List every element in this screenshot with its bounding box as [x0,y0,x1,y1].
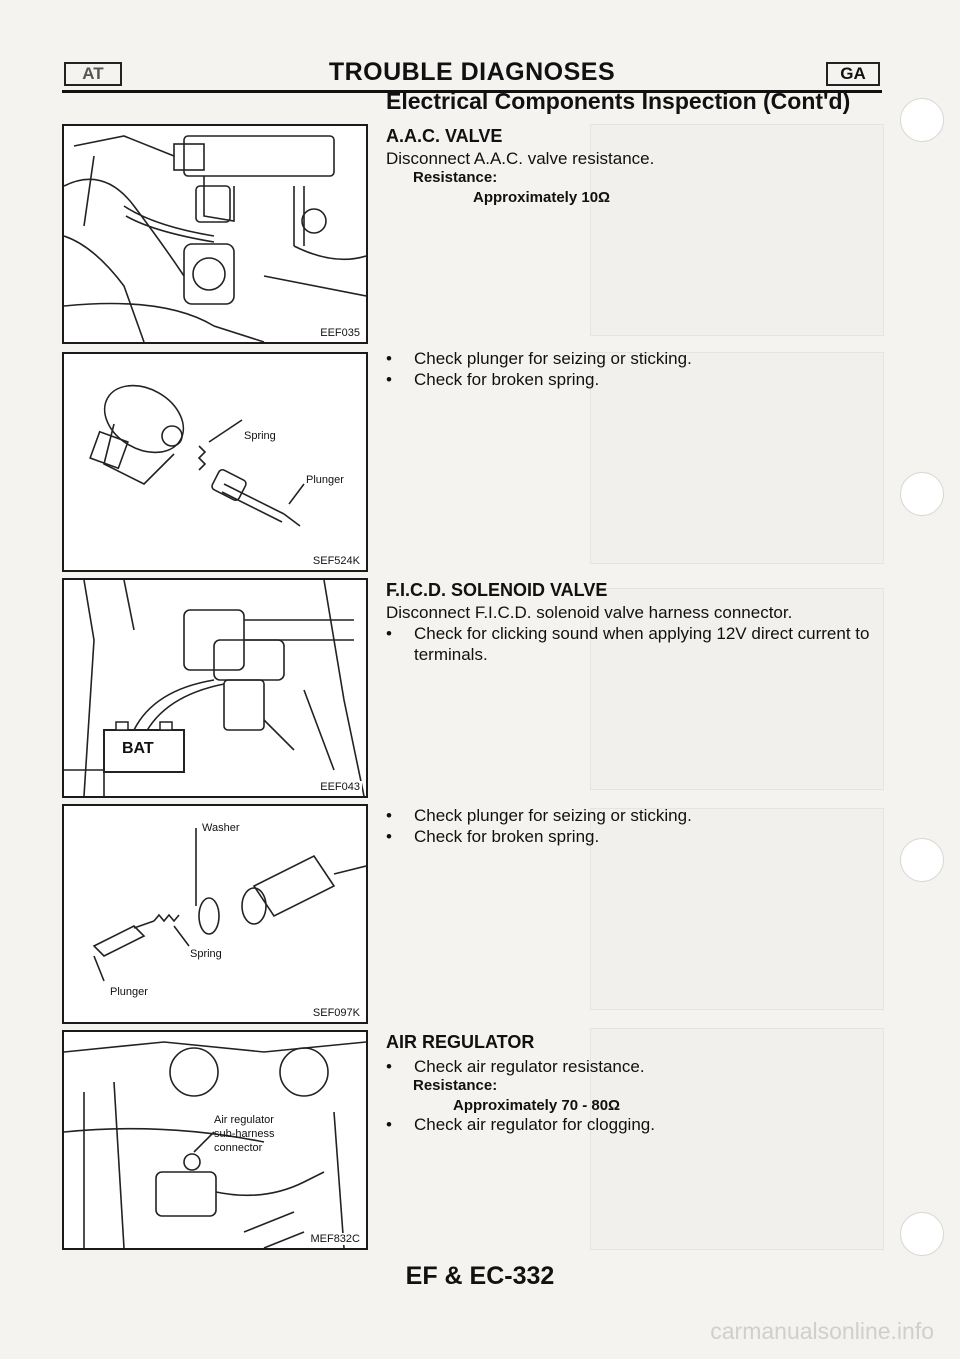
aac-resistance-value: Approximately 10Ω [473,189,611,206]
figure-ficd-valve: BAT EEF043 [62,578,368,798]
figure-code: EEF035 [318,327,362,339]
washer-plunger-illustration [92,828,366,982]
section-title: Electrical Components Inspection (Cont'd… [386,88,851,114]
air-resistance-value: Approximately 70 - 80Ω [453,1097,621,1114]
air-regulator-callout-2: sub-harness [214,1128,275,1140]
figure-plunger-spring-2: Washer Spring Plunger SEF097K [62,804,368,1024]
figure-plunger-spring-1: Spring Plunger SEF524K [62,352,368,572]
figure-code: SEF524K [310,555,362,567]
ficd-bullet-1: Check for clicking sound when applying 1… [386,623,884,665]
site-watermark: carmanualsonline.info [710,1318,934,1344]
section-tag-right: GA [826,62,880,86]
plunger1-bullet-1: Check plunger for seizing or sticking. [386,348,884,369]
spring-label: Spring [190,948,222,960]
air-regulator-callout-3: connector [214,1142,263,1154]
figure-air-regulator: Air regulator sub-harness connector MEF8… [62,1030,368,1250]
plunger1-bullet-2: Check for broken spring. [386,369,884,390]
air-resistance-label: Resistance: [413,1077,498,1094]
battery-label: BAT [122,740,154,757]
plunger-spring-illustration [89,384,305,527]
washer-label: Washer [202,822,240,834]
spring-label: Spring [244,430,276,442]
plunger-label: Plunger [306,474,344,486]
air-heading: AIR REGULATOR [386,1032,535,1052]
aac-heading: A.A.C. VALVE [386,126,503,146]
ficd-valve-illustration [64,580,365,796]
air-regulator-illustration [64,1041,366,1248]
binder-hole [900,838,944,882]
air-bullet-2: Check air regulator for clogging. [386,1114,884,1135]
ficd-heading: F.I.C.D. SOLENOID VALVE [386,580,608,600]
header-rule [62,90,882,93]
section-tag-left: AT [64,62,122,86]
figure-code: MEF832C [308,1233,362,1245]
page-number: EF & EC-332 [405,1262,555,1290]
aac-resistance-label: Resistance: [413,169,498,186]
air-bullet-1: Check air regulator resistance. [386,1056,884,1077]
aac-instruction: Disconnect A.A.C. valve resistance. [386,149,655,168]
figure-code: EEF043 [318,781,362,793]
ficd-instruction: Disconnect F.I.C.D. solenoid valve harne… [386,603,793,622]
bleed-through-panel [590,588,884,790]
figure-code: SEF097K [310,1007,362,1019]
figure-aac-valve: EEF035 [62,124,368,344]
binder-hole [900,98,944,142]
aac-valve-illustration [64,135,366,342]
plunger2-bullet-2: Check for broken spring. [386,826,884,847]
binder-hole [900,1212,944,1256]
page-title: TROUBLE DIAGNOSES [328,58,616,86]
page-header: AT TROUBLE DIAGNOSES GA [62,58,882,88]
binder-hole [900,472,944,516]
plunger-label: Plunger [110,986,148,998]
air-regulator-callout-1: Air regulator [214,1114,274,1126]
plunger2-bullet-1: Check plunger for seizing or sticking. [386,805,884,826]
bleed-through-panel [590,124,884,336]
